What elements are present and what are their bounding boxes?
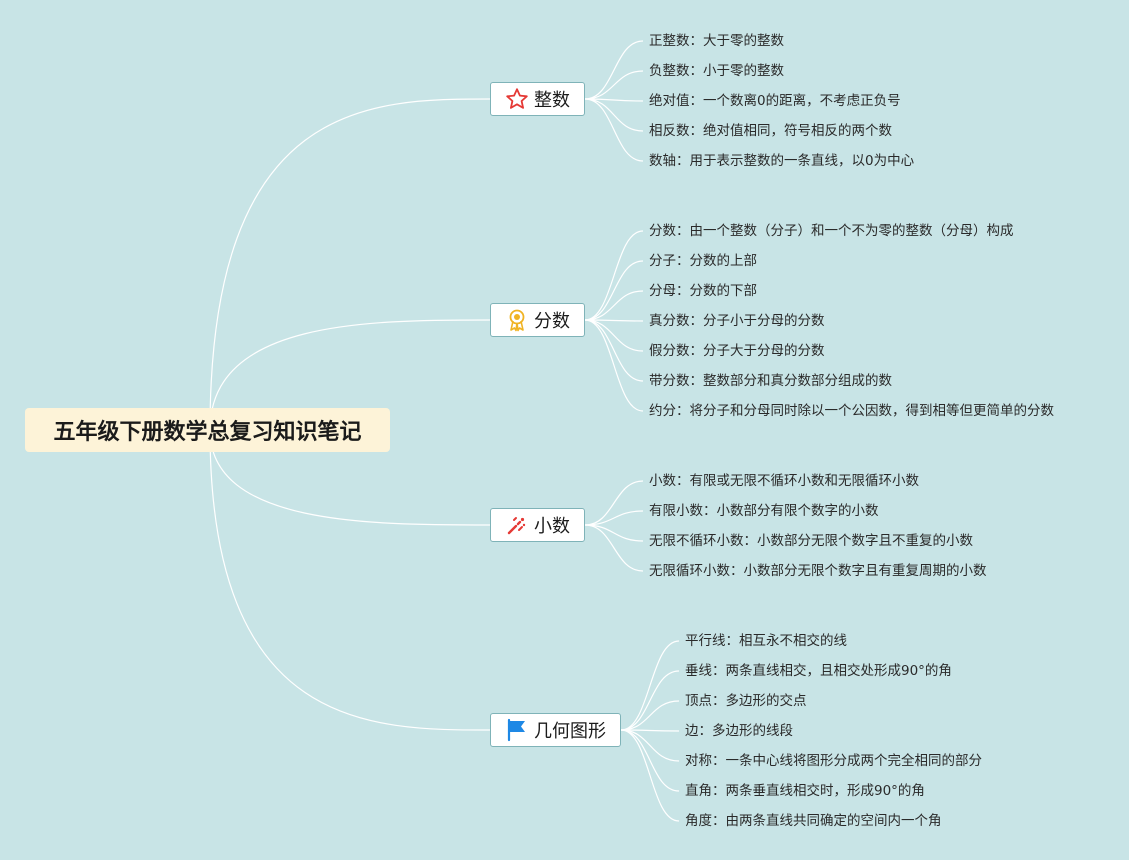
branch-label: 小数 (534, 516, 570, 537)
connector-line (620, 640, 680, 731)
leaf-item[interactable]: 绝对值：一个数离0的距离，不考虑正负号 (649, 93, 901, 109)
leaf-item[interactable]: 数轴：用于表示整数的一条直线，以0为中心 (649, 153, 915, 169)
branch-node-geometry[interactable]: 几何图形 (490, 713, 621, 747)
leaf-item[interactable]: 顶点：多边形的交点 (685, 693, 807, 709)
connector-line (620, 700, 680, 731)
leaf-item[interactable]: 直角：两条垂直线相交时，形成90°的角 (685, 783, 925, 799)
branch-label: 几何图形 (534, 721, 606, 742)
connector-line (584, 230, 644, 321)
connector-line (209, 429, 491, 731)
root-node[interactable]: 五年级下册数学总复习知识笔记 (25, 408, 390, 452)
connector-line (620, 729, 680, 792)
branch-node-decimals[interactable]: 小数 (490, 508, 585, 542)
leaf-item[interactable]: 正整数：大于零的整数 (649, 33, 784, 49)
leaf-item[interactable]: 对称：一条中心线将图形分成两个完全相同的部分 (685, 753, 982, 769)
leaf-item[interactable]: 真分数：分子小于分母的分数 (649, 313, 825, 329)
leaf-item[interactable]: 约分：将分子和分母同时除以一个公因数，得到相等但更简单的分数 (649, 403, 1054, 419)
connector-line (584, 70, 644, 100)
connector-line (584, 290, 644, 321)
connector-line (620, 729, 680, 762)
leaf-item[interactable]: 垂线：两条直线相交，且相交处形成90°的角 (685, 663, 952, 679)
connector-line (584, 524, 644, 542)
connector-line (584, 319, 644, 412)
connector-line (209, 98, 491, 431)
connector-line (584, 524, 644, 572)
leaf-item[interactable]: 分数：由一个整数（分子）和一个不为零的整数（分母）构成 (649, 223, 1014, 239)
leaf-item[interactable]: 边：多边形的线段 (685, 723, 793, 739)
leaf-item[interactable]: 无限循环小数：小数部分无限个数字且有重复周期的小数 (649, 563, 987, 579)
leaf-item[interactable]: 有限小数：小数部分有限个数字的小数 (649, 503, 879, 519)
branch-node-integers[interactable]: 整数 (490, 82, 585, 116)
connector-line (620, 670, 680, 731)
leaf-item[interactable]: 分子：分数的上部 (649, 253, 757, 269)
connector-line (584, 98, 644, 132)
branch-label: 分数 (534, 311, 570, 332)
leaf-item[interactable]: 带分数：整数部分和真分数部分组成的数 (649, 373, 892, 389)
connector-line (620, 729, 680, 822)
party-popper-icon (505, 513, 529, 537)
leaf-item[interactable]: 角度：由两条直线共同确定的空间内一个角 (685, 813, 942, 829)
connector-line (584, 319, 644, 382)
connector-line (209, 429, 491, 526)
leaf-item[interactable]: 负整数：小于零的整数 (649, 63, 784, 79)
leaf-item[interactable]: 分母：分数的下部 (649, 283, 757, 299)
connector-line (209, 319, 491, 431)
branch-node-fractions[interactable]: 分数 (490, 303, 585, 337)
connector-line (584, 510, 644, 526)
root-title: 五年级下册数学总复习知识笔记 (53, 420, 362, 445)
leaf-item[interactable]: 假分数：分子大于分母的分数 (649, 343, 825, 359)
leaf-item[interactable]: 平行线：相互永不相交的线 (685, 633, 847, 649)
connector-line (584, 480, 644, 526)
connector-line (584, 98, 644, 162)
flag-icon (505, 718, 529, 742)
star-icon (505, 87, 529, 111)
connector-line (584, 260, 644, 321)
connector-line (584, 40, 644, 100)
branch-label: 整数 (534, 90, 570, 111)
connector-line (584, 319, 644, 352)
award-ribbon-icon (505, 308, 529, 332)
leaf-item[interactable]: 小数：有限或无限不循环小数和无限循环小数 (649, 473, 919, 489)
leaf-item[interactable]: 无限不循环小数：小数部分无限个数字且不重复的小数 (649, 533, 973, 549)
leaf-item[interactable]: 相反数：绝对值相同，符号相反的两个数 (649, 123, 892, 139)
